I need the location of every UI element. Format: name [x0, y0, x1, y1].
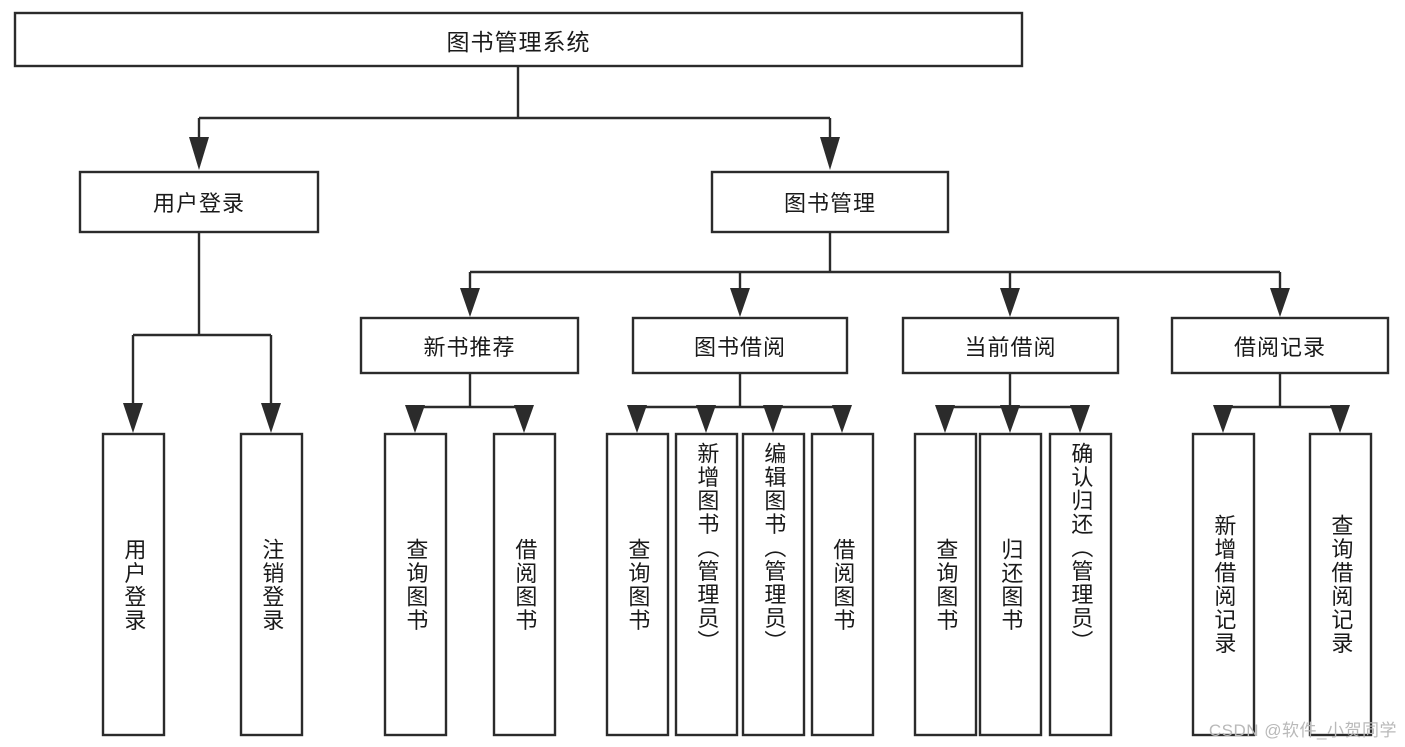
node-box-book-manage[interactable] — [710, 170, 950, 234]
leaf-box-cb-query-book[interactable] — [913, 432, 978, 737]
arrowhead-new-book-recommend — [460, 288, 480, 317]
arrowhead-leaf-cb-3 — [1070, 405, 1090, 433]
arrowhead-leaf-bb-2 — [696, 405, 716, 433]
node-box-root[interactable] — [13, 11, 1024, 68]
arrowhead-leaf-nb-2 — [514, 405, 534, 433]
leaf-box-user-login[interactable] — [101, 432, 166, 737]
arrowhead-leaf-br-1 — [1213, 405, 1233, 433]
node-box-user-login[interactable] — [78, 170, 320, 234]
arrowhead-leaf-nb-1 — [405, 405, 425, 433]
leaf-box-br-query-record[interactable] — [1308, 432, 1373, 737]
leaf-box-logout[interactable] — [239, 432, 304, 737]
arrowhead-leaf-bb-4 — [832, 405, 852, 433]
arrowhead-book-borrow — [730, 288, 750, 317]
leaf-box-bb-query-book[interactable] — [605, 432, 670, 737]
node-box-current-borrow[interactable] — [901, 316, 1120, 375]
arrowhead-leaf-logout — [261, 403, 281, 433]
arrowhead-leaf-cb-1 — [935, 405, 955, 433]
arrowhead-leaf-br-2 — [1330, 405, 1350, 433]
leaf-box-cb-return-book[interactable] — [978, 432, 1043, 737]
node-box-new-book-recommend[interactable] — [359, 316, 580, 375]
node-box-borrow-records[interactable] — [1170, 316, 1390, 375]
leaf-box-br-add-record[interactable] — [1191, 432, 1256, 737]
leaf-box-cb-confirm-return[interactable] — [1048, 432, 1113, 737]
arrowhead-user-login — [189, 137, 209, 170]
arrowhead-leaf-user-login — [123, 403, 143, 433]
node-box-book-borrow[interactable] — [631, 316, 849, 375]
arrowhead-leaf-cb-2 — [1000, 405, 1020, 433]
leaf-box-bb-edit-book[interactable] — [741, 432, 806, 737]
arrowhead-borrow-records — [1270, 288, 1290, 317]
arrowhead-book-manage — [820, 137, 840, 170]
leaf-box-bb-borrow-book[interactable] — [810, 432, 875, 737]
leaf-box-nb-borrow-book[interactable] — [492, 432, 557, 737]
arrowhead-leaf-bb-1 — [627, 405, 647, 433]
leaf-box-nb-query-book[interactable] — [383, 432, 448, 737]
arrowhead-leaf-bb-3 — [763, 405, 783, 433]
arrowhead-current-borrow — [1000, 288, 1020, 317]
leaf-box-bb-add-book[interactable] — [674, 432, 739, 737]
